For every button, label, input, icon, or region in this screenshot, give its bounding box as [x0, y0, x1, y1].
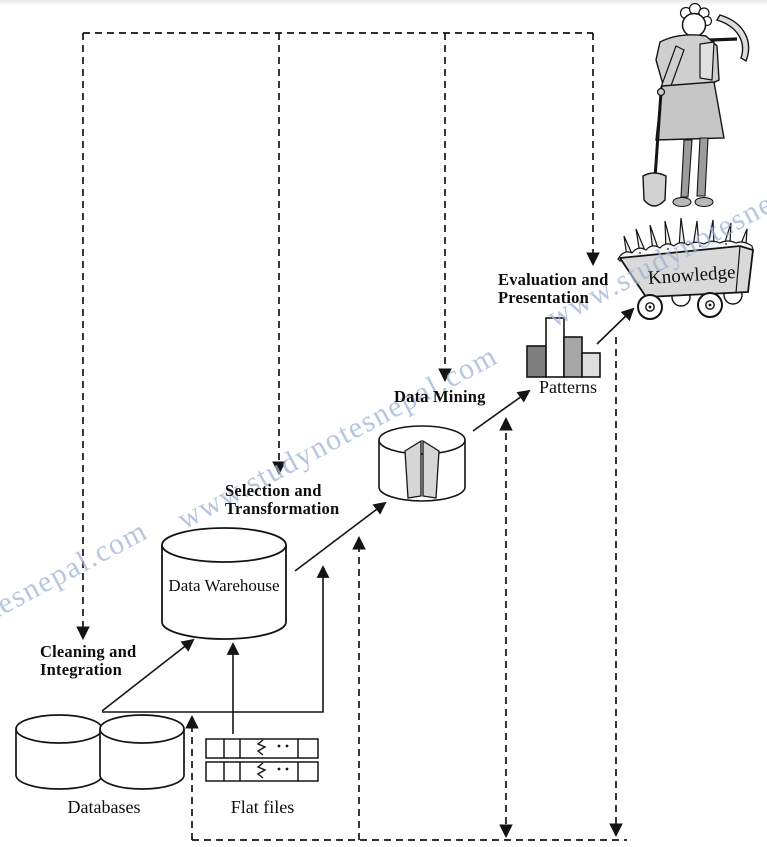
bar-2	[545, 317, 565, 378]
databases-label: Databases	[67, 797, 141, 817]
evaluation-presentation-label: Evaluation and Presentation	[498, 270, 609, 308]
bar-4	[581, 352, 601, 378]
cleaning-integration-label: Cleaning and Integration	[40, 642, 137, 680]
data-mining-label: Data Mining	[394, 387, 486, 406]
cart-body	[618, 245, 754, 298]
bar-1	[526, 345, 547, 378]
data-warehouse-label: Data Warehouse	[168, 576, 280, 595]
miner-shoe-right	[694, 196, 714, 208]
miner-figure-icon	[642, 2, 750, 208]
miner-shoe-left	[672, 196, 692, 208]
arrow-patterns-to-knowledge	[596, 307, 635, 345]
pickaxe-blade	[715, 14, 750, 63]
patterns-bar-chart-icon	[526, 317, 601, 378]
data-mining-cylinder-icon	[378, 425, 466, 502]
cart-wheels	[637, 292, 723, 320]
process-flow-arrows	[101, 307, 635, 734]
feedback-dashed-lines	[76, 32, 627, 841]
databases-cylinders-icon	[15, 714, 185, 790]
shovel-blade	[642, 172, 667, 207]
flat-files-icon	[205, 738, 319, 782]
flat-files-label: Flat files	[230, 797, 295, 817]
scan-edge-artifact	[0, 0, 767, 6]
bar-3	[563, 336, 583, 378]
miner-leg-right	[696, 137, 709, 197]
selection-transformation-label: Selection and Transformation	[225, 481, 340, 519]
miner-forearm	[699, 41, 715, 81]
arrow-warehouse-to-mining	[294, 501, 387, 572]
arrow-collector-up	[102, 565, 330, 713]
shovel-handle	[653, 91, 663, 179]
data-warehouse-cylinder-icon	[161, 527, 287, 640]
arrow-databases-to-warehouse	[101, 638, 195, 712]
miner-skirt	[655, 81, 725, 141]
miner-head	[681, 12, 707, 38]
arrow-mining-to-patterns	[472, 389, 531, 432]
miner-leg-left	[680, 139, 693, 198]
patterns-label: Patterns	[539, 377, 597, 397]
knowledge-cart-icon	[617, 217, 754, 320]
